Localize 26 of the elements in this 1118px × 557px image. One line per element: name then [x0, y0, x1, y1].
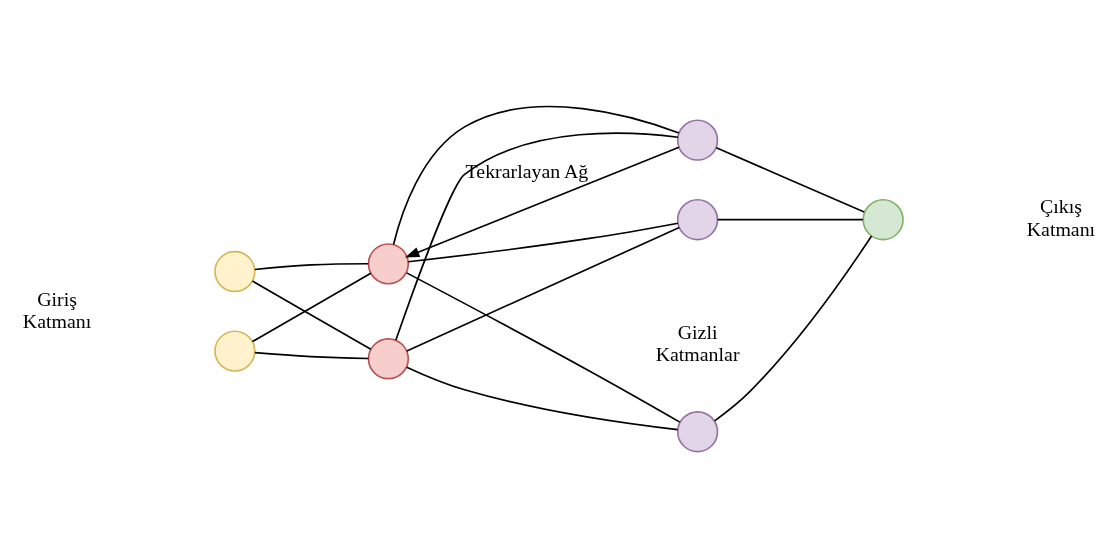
connector — [251, 272, 372, 342]
connector — [405, 271, 681, 423]
node-circle — [676, 118, 719, 161]
connector — [405, 365, 679, 430]
connector — [406, 226, 681, 352]
label: Giriş Katmanı — [22, 287, 92, 332]
connector — [716, 218, 864, 220]
edge-label: Tekrarlayan Ağ — [465, 159, 589, 182]
node-circle — [367, 242, 410, 285]
connector — [715, 146, 866, 213]
connector — [713, 234, 873, 422]
connector — [253, 351, 370, 359]
node-circle — [676, 198, 719, 240]
node-circle — [367, 337, 410, 380]
node-circle — [214, 250, 256, 292]
node-circle — [676, 410, 719, 452]
connector — [395, 131, 679, 341]
connector — [253, 262, 370, 270]
node-circle — [214, 329, 256, 372]
label: Gizli Katmanlar — [655, 320, 740, 365]
connector — [251, 279, 372, 350]
connector — [407, 221, 679, 263]
node-circle — [862, 198, 904, 240]
label: Çıkış Katmanı — [1026, 194, 1096, 240]
connector — [392, 105, 680, 245]
arrow — [405, 145, 680, 258]
